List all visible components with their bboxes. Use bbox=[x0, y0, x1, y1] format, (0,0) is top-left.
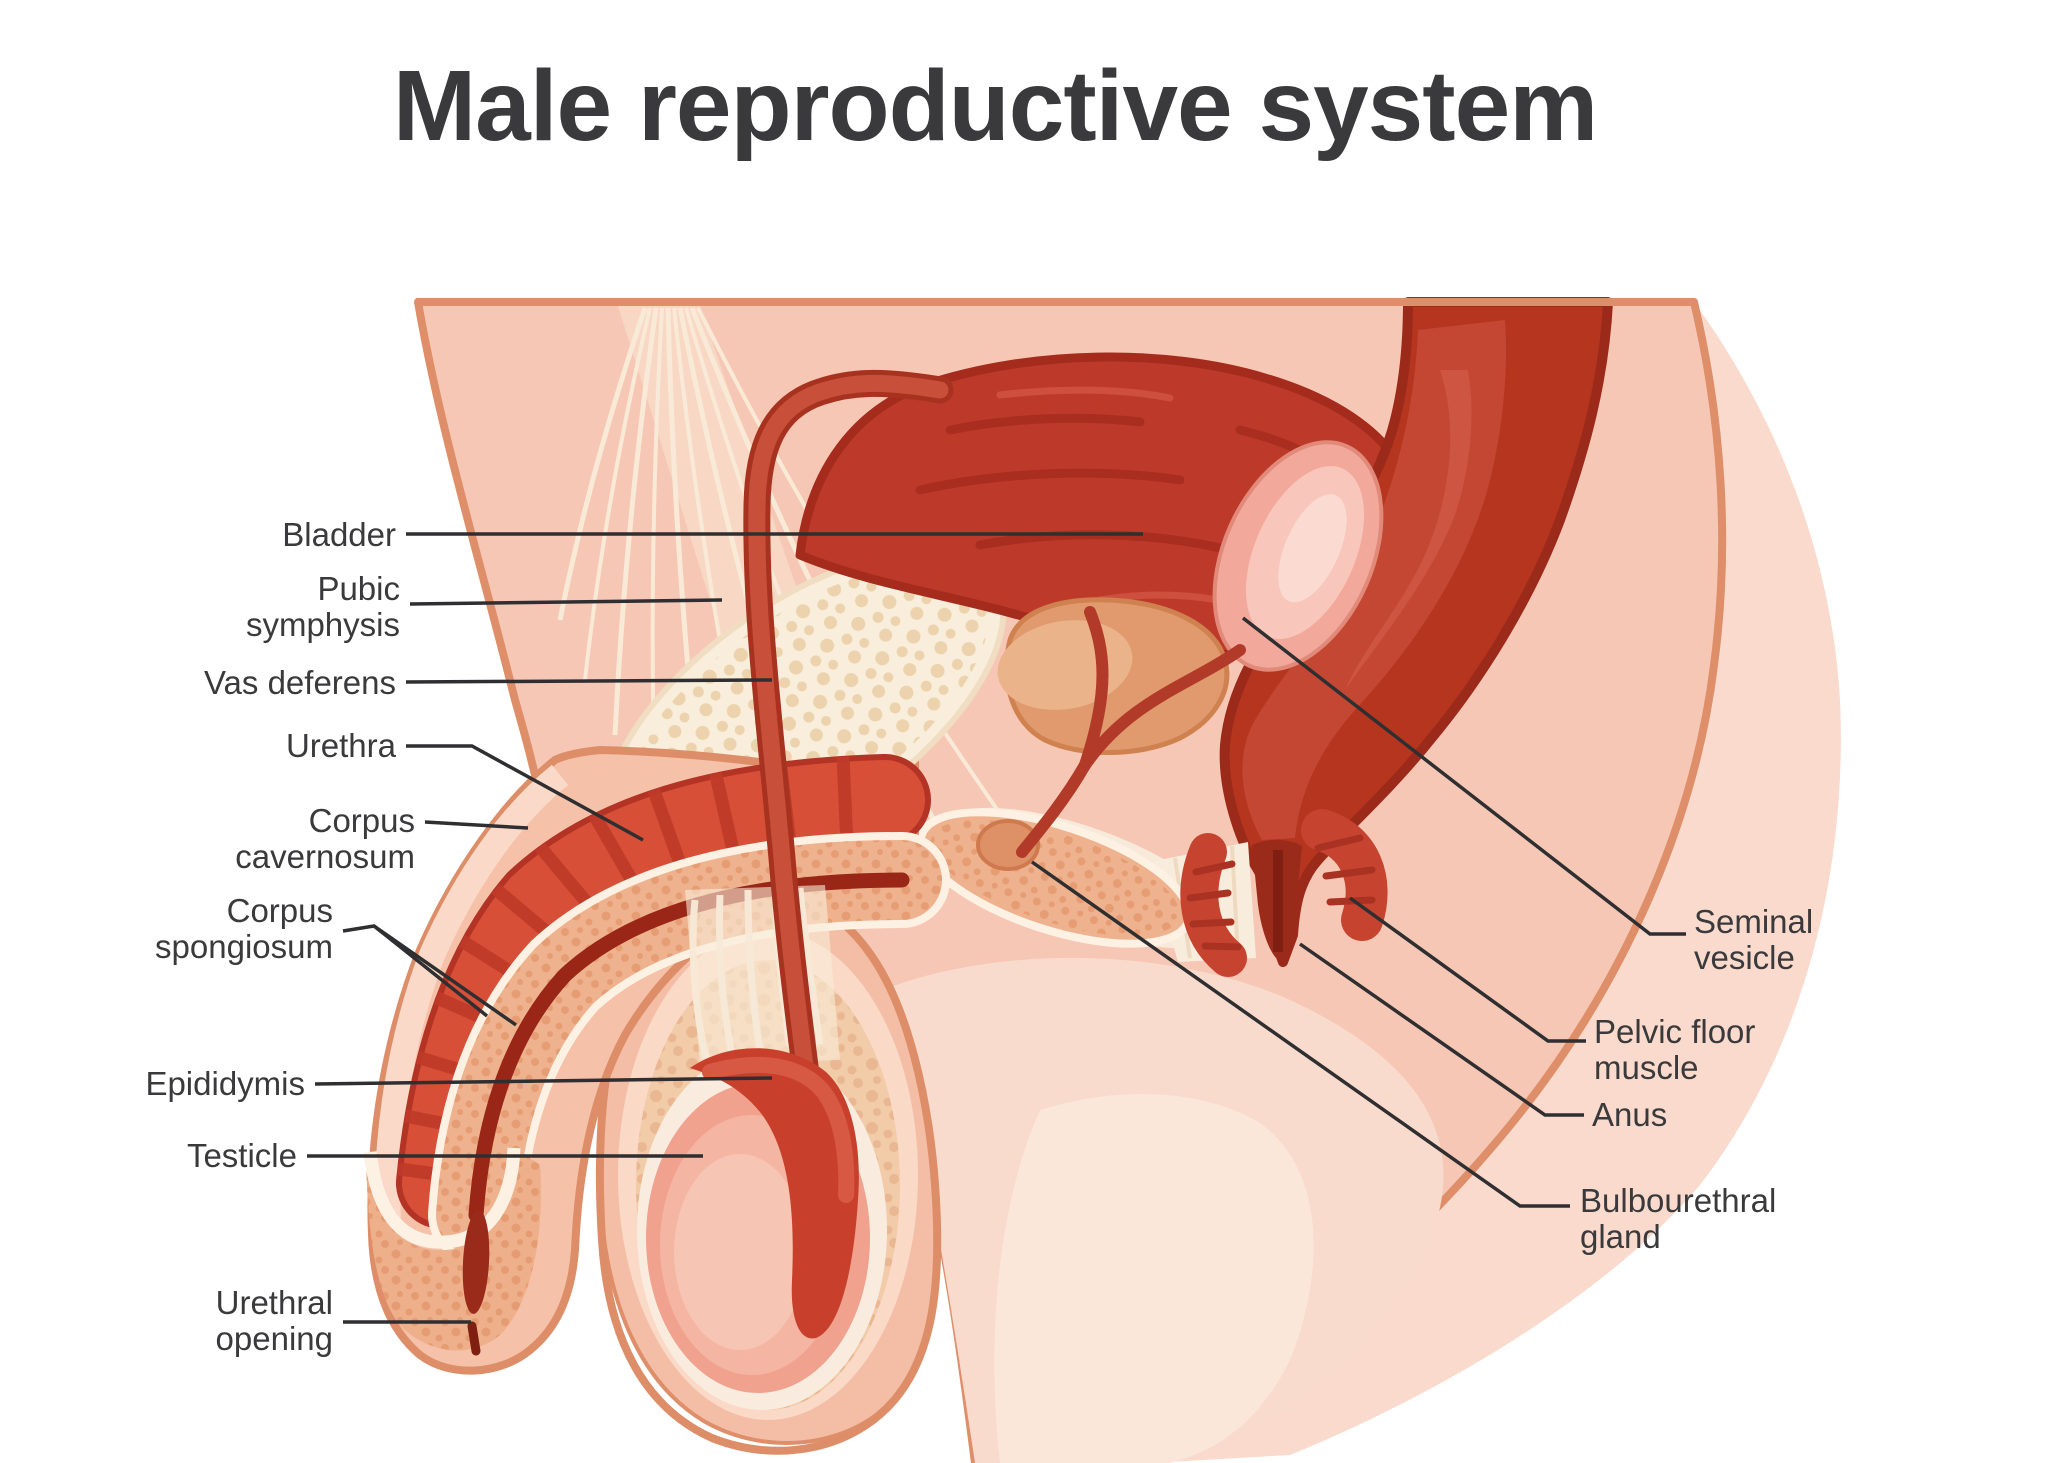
leader-corpus-spongiosum-b bbox=[372, 924, 518, 1027]
label-anus: Anus bbox=[1592, 1096, 1667, 1133]
leader-lines bbox=[307, 532, 1686, 1324]
leader-corpus-cavernosum bbox=[424, 820, 529, 830]
label-pelvic-floor-muscle-2: muscle bbox=[1594, 1049, 1699, 1086]
buttock-outer-skin bbox=[1150, 302, 1841, 1463]
label-bladder: Bladder bbox=[282, 516, 396, 553]
glans-shape bbox=[363, 1147, 541, 1356]
fossa-navicularis bbox=[462, 1210, 490, 1314]
pelvic-floor-muscle-shape bbox=[1180, 809, 1388, 977]
leader-urethra bbox=[406, 744, 644, 842]
label-pubic-symphysis-2: symphysis bbox=[246, 606, 400, 643]
epididymis-shape bbox=[690, 1048, 859, 1339]
spermatic-cord bbox=[685, 885, 840, 1065]
perineum-light-region bbox=[994, 1093, 1314, 1463]
leader-bulbourethral-gland bbox=[1030, 860, 1570, 1208]
leader-pubic-symphysis bbox=[409, 598, 723, 606]
label-testicle: Testicle bbox=[187, 1137, 297, 1174]
label-vas-deferens: Vas deferens bbox=[204, 664, 396, 701]
label-urethral-opening-1: Urethral bbox=[216, 1284, 333, 1321]
urethral-opening-shape bbox=[467, 1321, 481, 1356]
label-pelvic-floor-muscle-1: Pelvic floor bbox=[1594, 1013, 1755, 1050]
label-pubic-symphysis-1: Pubic bbox=[317, 570, 400, 607]
leader-pelvic-floor-muscle bbox=[1348, 896, 1586, 1043]
label-corpus-cavernosum-1: Corpus bbox=[309, 802, 415, 839]
anal-canal-shape bbox=[1252, 839, 1302, 962]
label-corpus-spongiosum-1: Corpus bbox=[227, 892, 333, 929]
leader-vas-deferens bbox=[405, 678, 773, 684]
label-epididymis: Epididymis bbox=[145, 1065, 305, 1102]
penis-skin-highlight bbox=[374, 764, 569, 1226]
label-seminal-vesicle-1: Seminal bbox=[1694, 903, 1813, 940]
label-bulbourethral-gland-2: gland bbox=[1580, 1218, 1661, 1255]
label-urethral-opening-2: opening bbox=[216, 1320, 333, 1357]
leader-seminal-vesicle bbox=[1241, 616, 1686, 936]
labels-right: Seminal vesicle Pelvic floor muscle Anus… bbox=[1580, 903, 1813, 1255]
leader-epididymis bbox=[314, 1076, 773, 1086]
label-corpus-spongiosum-2: spongiosum bbox=[155, 928, 333, 965]
label-urethra: Urethra bbox=[286, 727, 397, 764]
page-title: Male reproductive system bbox=[393, 50, 1597, 162]
seminal-vesicle-shape bbox=[1212, 440, 1384, 672]
leader-anus bbox=[1298, 942, 1584, 1117]
labels-left: Bladder Pubic symphysis Vas deferens Ure… bbox=[145, 516, 415, 1357]
label-seminal-vesicle-2: vesicle bbox=[1694, 939, 1795, 976]
vas-deferens-shape bbox=[743, 369, 1246, 1134]
label-bulbourethral-gland-1: Bulbourethral bbox=[1580, 1182, 1776, 1219]
label-corpus-cavernosum-2: cavernosum bbox=[235, 838, 415, 875]
